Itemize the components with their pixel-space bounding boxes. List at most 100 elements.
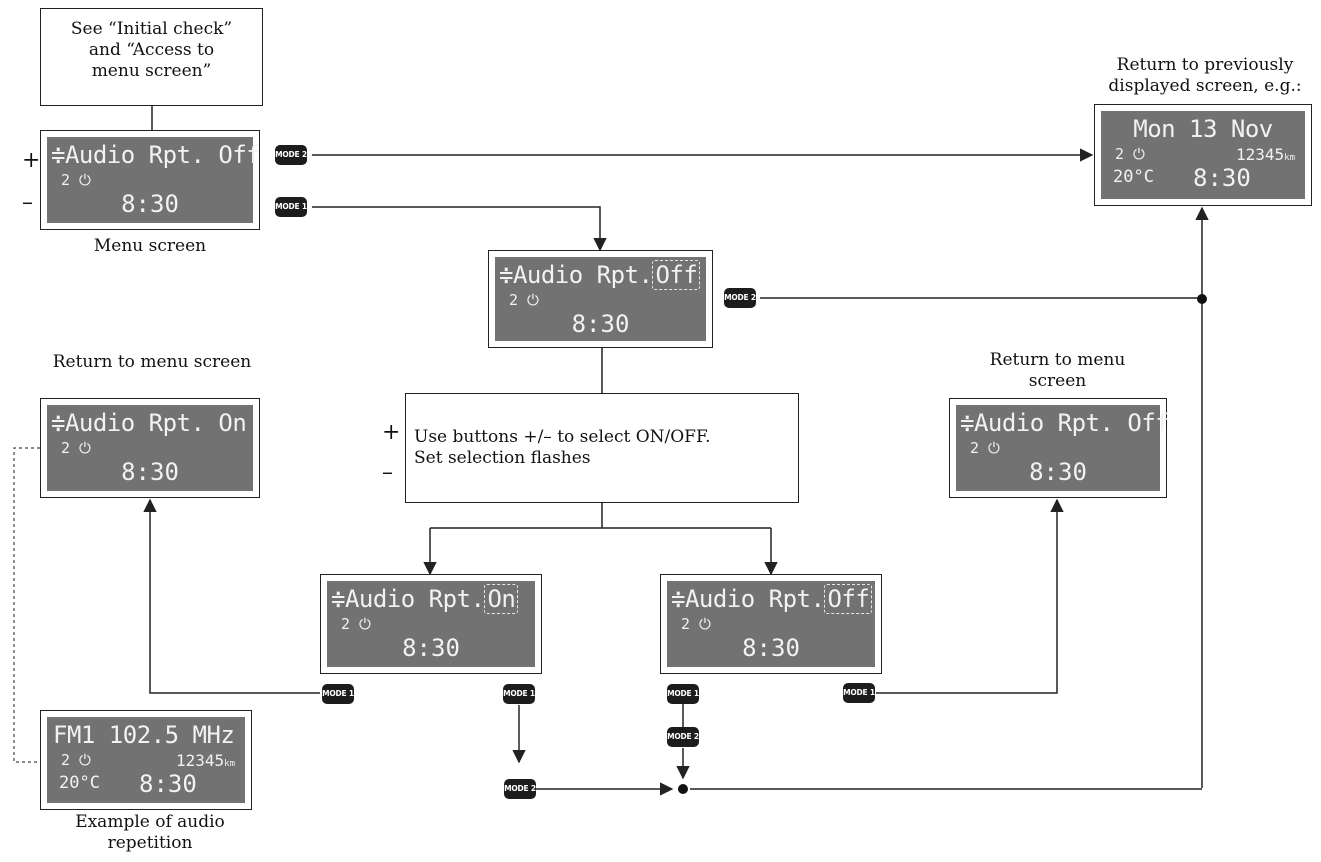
menu-minus-sign: – <box>22 190 33 215</box>
selection-note-box <box>405 393 799 503</box>
flash-off-screen: ≑Audio Rpt.Off 2 ⏻ 8:30 <box>660 574 882 674</box>
updown-arrow-icon: ≑ <box>671 585 685 613</box>
selected-off-screen: ≑Audio Rpt.Off 2 ⏻ 8:30 <box>488 250 713 348</box>
previous-screen-time: 8:30 <box>1193 164 1251 192</box>
intro-note-text: See “Initial check” and “Access to menu … <box>40 19 263 82</box>
mode1-badge-flash-off-right: MODE 1 <box>843 683 875 703</box>
selected-off-time: 8:30 <box>571 310 630 338</box>
confirm-off-screen: ≑Audio Rpt. Off 2 ⏻ 8:30 <box>949 398 1170 498</box>
flash-off-flashing-value: Off <box>824 584 873 614</box>
example-caption-line1: Example of audio <box>75 812 225 832</box>
selected-off-display: ≑Audio Rpt.Off 2 ⏻ 8:30 <box>495 257 706 341</box>
connector-flashon-mode1-to-on <box>143 498 320 694</box>
flash-off-time: 8:30 <box>742 634 800 662</box>
mode1-badge-flash-on-left: MODE 1 <box>322 684 354 704</box>
return-previous-line1: Return to previously <box>1116 55 1294 75</box>
menu-screen-line2: 2 ⏻ <box>61 171 91 189</box>
dashed-bracket <box>13 447 40 763</box>
return-menu-right-caption: Return to menu screen <box>955 350 1160 392</box>
updown-arrow-icon: ≑ <box>51 409 65 437</box>
intro-note-line1: See “Initial check” <box>70 19 233 39</box>
previous-screen-line2: 2 ⏻ <box>1115 145 1145 163</box>
audio-example-screen: FM1 102.5 MHz 2 ⏻ 12345km 20°C 8:30 <box>40 710 252 810</box>
selected-off-line1: ≑Audio Rpt.Off <box>499 260 701 290</box>
return-previous-caption: Return to previously displayed screen, e… <box>1095 55 1315 97</box>
menu-plus-sign: + <box>22 148 41 173</box>
flash-on-line2: 2 ⏻ <box>341 615 371 633</box>
confirm-on-label: Audio Rpt. On <box>64 409 247 437</box>
updown-arrow-icon: ≑ <box>960 409 974 437</box>
selection-note-line2: Set selection flashes <box>414 448 591 468</box>
mode2-badge-flash-off-down: MODE 2 <box>667 727 699 747</box>
return-previous-line2: displayed screen, e.g.: <box>1108 76 1302 96</box>
mode1-badge-flash-off-down: MODE 1 <box>667 684 699 704</box>
selection-plus-sign: + <box>382 420 401 445</box>
audio-example-odometer: 12345km <box>176 751 235 770</box>
flash-off-label: Audio Rpt. <box>684 585 825 613</box>
audio-odometer-unit: km <box>224 759 235 769</box>
menu-screen: ≑Audio Rpt. Off 2 ⏻ 8:30 <box>40 130 261 230</box>
confirm-on-display: ≑Audio Rpt. On 2 ⏻ 8:30 <box>47 405 253 491</box>
connector-menu-mode1-to-selected <box>312 206 607 252</box>
confirm-on-line1: ≑Audio Rpt. On <box>51 409 247 437</box>
flash-on-time: 8:30 <box>402 634 460 662</box>
return-menu-right-line2: screen <box>1028 371 1087 391</box>
return-menu-left-caption: Return to menu screen <box>52 352 252 372</box>
flash-on-display: ≑Audio Rpt.On 2 ⏻ 8:30 <box>327 581 535 667</box>
confirm-off-label: Audio Rpt. Off <box>973 409 1170 437</box>
selection-minus-sign: – <box>382 460 393 485</box>
flash-on-line1: ≑Audio Rpt.On <box>331 584 519 614</box>
confirm-off-time: 8:30 <box>1029 458 1087 486</box>
previous-screen-odometer: 12345km <box>1236 145 1295 164</box>
updown-arrow-icon: ≑ <box>51 141 65 169</box>
flash-off-line2: 2 ⏻ <box>681 615 711 633</box>
flash-off-line1: ≑Audio Rpt.Off <box>671 584 873 614</box>
flash-on-flashing-value: On <box>484 584 519 614</box>
menu-screen-label: Audio Rpt. Off <box>64 141 261 169</box>
flash-off-display: ≑Audio Rpt.Off 2 ⏻ 8:30 <box>667 581 875 667</box>
audio-example-station: FM1 102.5 MHz <box>53 721 235 749</box>
previous-screen-date: Mon 13 Nov <box>1133 115 1273 143</box>
selected-off-label: Audio Rpt. <box>512 261 653 289</box>
confirm-off-line2: 2 ⏻ <box>970 439 1000 457</box>
confirm-on-time: 8:30 <box>121 458 179 486</box>
mode2-badge-menu: MODE 2 <box>275 145 307 165</box>
confirm-off-line1: ≑Audio Rpt. Off <box>960 409 1170 437</box>
audio-example-line2: 2 ⏻ <box>61 751 91 769</box>
audio-example-time: 8:30 <box>139 770 197 798</box>
previous-screen-temp: 20°C <box>1113 167 1154 187</box>
confirm-off-display: ≑Audio Rpt. Off 2 ⏻ 8:30 <box>956 405 1170 491</box>
connector-note-to-split <box>430 503 771 529</box>
audio-odometer-value: 12345 <box>175 751 225 770</box>
menu-screen-time: 8:30 <box>121 190 179 218</box>
mode1-badge-menu: MODE 1 <box>275 197 307 217</box>
example-caption: Example of audio repetition <box>30 812 270 854</box>
menu-screen-line1: ≑Audio Rpt. Off <box>51 141 261 169</box>
intro-note-line3: menu screen” <box>91 61 212 81</box>
audio-example-temp: 20°C <box>59 773 100 793</box>
updown-arrow-icon: ≑ <box>331 585 345 613</box>
selected-off-line2: 2 ⏻ <box>509 291 539 309</box>
flash-on-screen: ≑Audio Rpt.On 2 ⏻ 8:30 <box>320 574 542 674</box>
junction-dot-bottom <box>678 784 688 794</box>
confirm-on-line2: 2 ⏻ <box>61 439 91 457</box>
selection-note-text: Use buttons +/– to select ON/OFF. Set se… <box>414 427 794 469</box>
intro-note-line2: and “Access to <box>88 40 215 60</box>
previous-screen-display: Mon 13 Nov 2 ⏻ 12345km 20°C 8:30 <box>1101 111 1305 199</box>
mode1-badge-flash-on-down: MODE 1 <box>503 684 535 704</box>
selected-off-flashing-value: Off <box>652 260 701 290</box>
mode2-badge-selected: MODE 2 <box>724 288 756 308</box>
return-menu-right-line1: Return to menu <box>989 350 1126 370</box>
previous-odometer-value: 12345 <box>1235 145 1285 164</box>
previous-odometer-unit: km <box>1284 153 1295 163</box>
audio-example-display: FM1 102.5 MHz 2 ⏻ 12345km 20°C 8:30 <box>47 717 245 803</box>
intro-note-box <box>40 8 263 106</box>
previous-screen: Mon 13 Nov 2 ⏻ 12345km 20°C 8:30 <box>1094 104 1312 206</box>
updown-arrow-icon: ≑ <box>499 261 513 289</box>
menu-screen-caption: Menu screen <box>93 236 207 256</box>
menu-screen-display: ≑Audio Rpt. Off 2 ⏻ 8:30 <box>47 137 261 223</box>
connector-flashoff-mode1-to-off <box>876 498 1064 694</box>
confirm-on-screen: ≑Audio Rpt. On 2 ⏻ 8:30 <box>40 398 260 498</box>
selection-note-line1: Use buttons +/– to select ON/OFF. <box>414 427 711 447</box>
